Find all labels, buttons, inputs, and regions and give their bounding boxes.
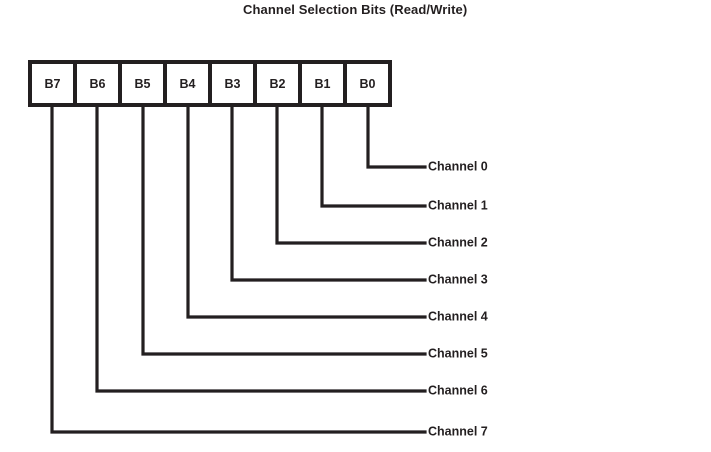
leader-line-channel-2 [275, 103, 427, 245]
bit-label-b4: B4 [180, 77, 196, 91]
figure-title: Channel Selection Bits (Read/Write) [243, 2, 467, 17]
bit-cell-b0: B0 [343, 60, 392, 107]
leader-line-channel-5 [141, 103, 427, 356]
channel-label-channel-7: Channel 7 [428, 424, 488, 438]
leader-line-channel-3 [230, 103, 427, 282]
bit-cell-b6: B6 [73, 60, 122, 107]
channel-label-channel-5: Channel 5 [428, 346, 488, 360]
channel-label-channel-2: Channel 2 [428, 235, 488, 249]
channel-label-channel-3: Channel 3 [428, 272, 488, 286]
leader-line-channel-0 [366, 103, 427, 169]
bit-box-b2 [253, 60, 302, 107]
bit-cell-b2: B2 [253, 60, 302, 107]
leader-line-channel-6 [95, 103, 427, 393]
bit-cell-b5: B5 [118, 60, 167, 107]
bit-box-b1 [298, 60, 347, 107]
bit-label-b7: B7 [45, 77, 61, 91]
bit-cell-b1: B1 [298, 60, 347, 107]
leader-line-channel-1 [320, 103, 427, 208]
bit-cell-b7: B7 [28, 60, 77, 107]
bit-label-b6: B6 [90, 77, 106, 91]
channel-label-channel-1: Channel 1 [428, 198, 488, 212]
bit-cell-b3: B3 [208, 60, 257, 107]
channel-label-channel-6: Channel 6 [428, 383, 488, 397]
bit-cell-b4: B4 [163, 60, 212, 107]
bit-box-b5 [118, 60, 167, 107]
leader-line-channel-7 [50, 103, 427, 434]
bit-label-b0: B0 [360, 77, 376, 91]
bit-box-b0 [343, 60, 392, 107]
bit-label-b5: B5 [135, 77, 151, 91]
leader-line-channel-4 [186, 103, 427, 319]
channel-label-channel-0: Channel 0 [428, 159, 488, 173]
register-bit-boxes: B7 B6 B5 B4 B3 B2 B1 B0 [28, 60, 392, 107]
channel-label-group: Channel 0 Channel 1 Channel 2 Channel 3 Chan… [428, 159, 488, 438]
bit-label-b1: B1 [315, 77, 331, 91]
bit-label-b2: B2 [270, 77, 286, 91]
bit-box-b4 [163, 60, 212, 107]
bit-label-b3: B3 [225, 77, 241, 91]
leader-line-group [50, 103, 427, 434]
channel-label-channel-4: Channel 4 [428, 309, 488, 323]
